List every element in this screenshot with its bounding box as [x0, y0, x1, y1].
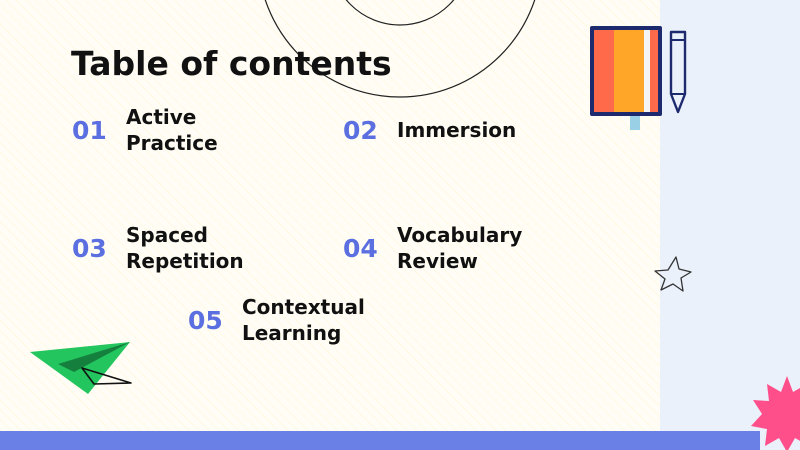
toc-number: 03 [72, 233, 107, 263]
toc-number: 01 [72, 115, 107, 145]
pencil-icon [669, 30, 687, 114]
toc-item-2: 02 Immersion [343, 117, 516, 143]
toc-label: Active Practice [126, 105, 218, 155]
toc-number: 02 [343, 115, 378, 145]
toc-label: Contextual Learning [242, 295, 365, 345]
bottom-bar [0, 431, 760, 450]
toc-label: Immersion [397, 118, 517, 142]
toc-label: Spaced Repetition [126, 223, 244, 273]
concentric-circles [264, 0, 536, 98]
notebook-icon [590, 26, 662, 130]
toc-item-4: 04 Vocabulary Review [343, 222, 522, 274]
toc-item-1: 01 Active Practice [72, 104, 218, 156]
paper-plane-icon [30, 342, 132, 394]
toc-label: Vocabulary Review [397, 223, 523, 273]
toc-item-5: 05 Contextual Learning [188, 294, 365, 346]
page-title: Table of contents [71, 44, 392, 83]
star-icon [654, 256, 692, 292]
toc-number: 04 [343, 233, 378, 263]
toc-number: 05 [188, 305, 223, 335]
pink-burst-icon [751, 376, 800, 450]
toc-item-3: 03 Spaced Repetition [72, 222, 244, 274]
